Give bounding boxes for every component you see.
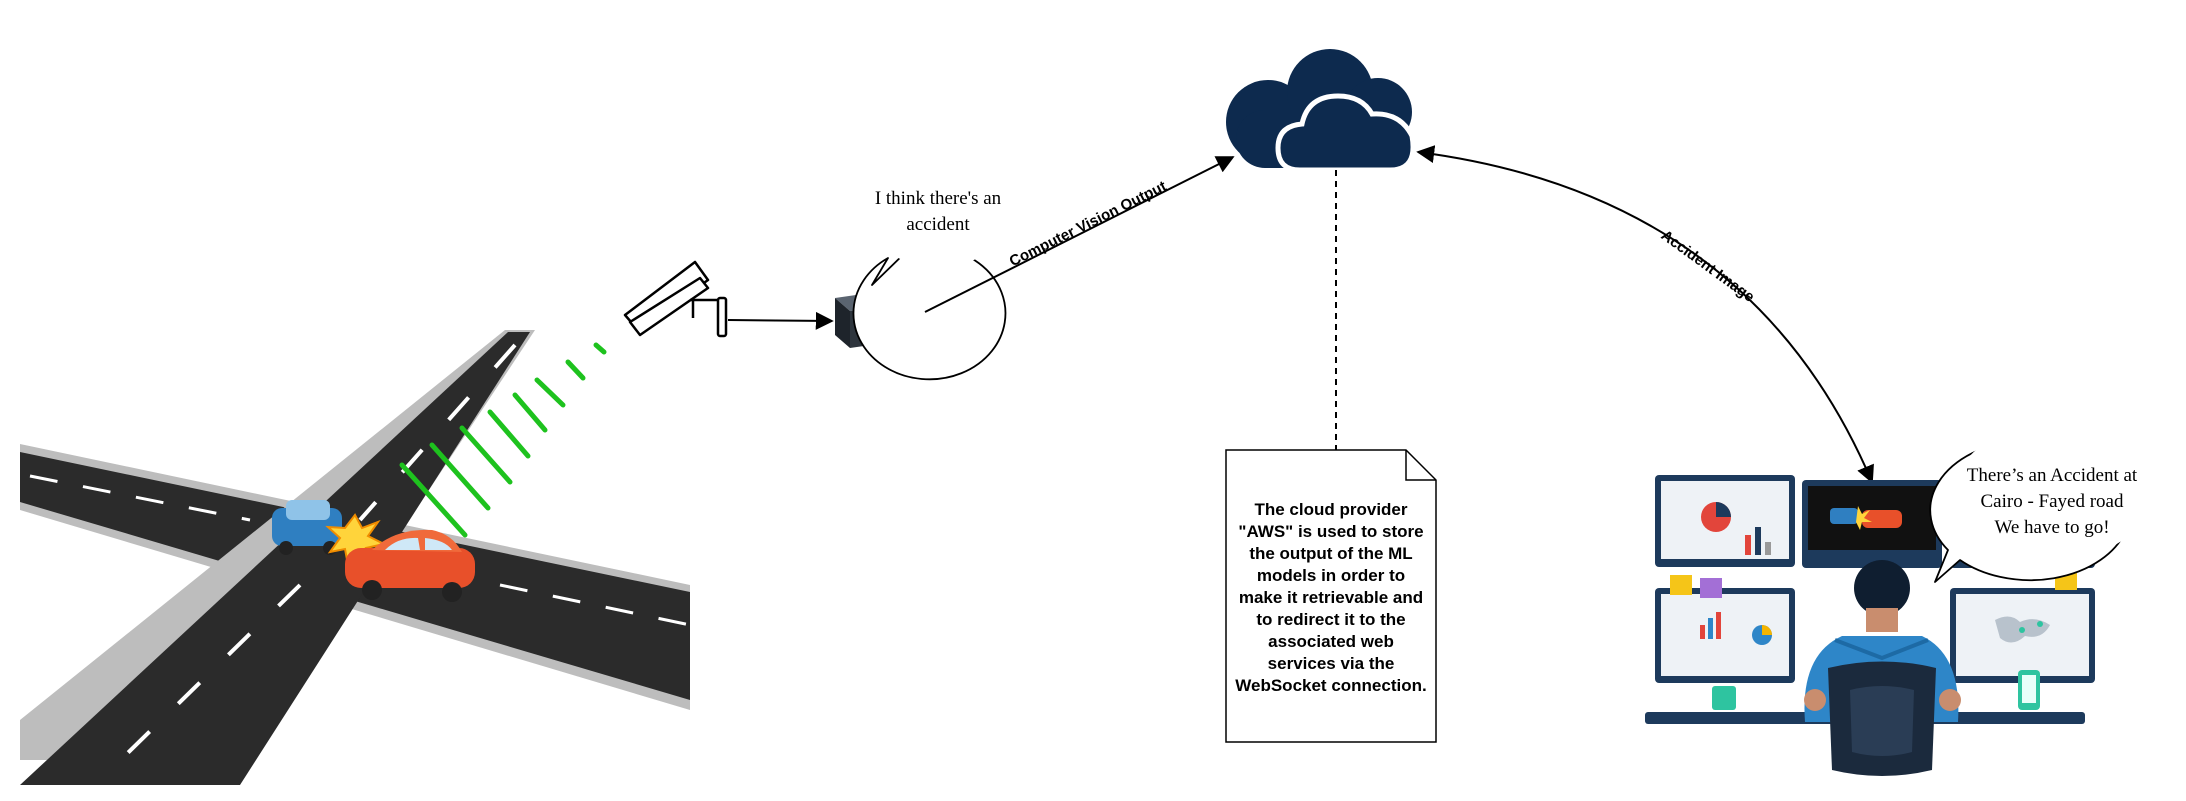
- note-line-2: "AWS" is used to store: [1238, 522, 1423, 541]
- operator-bubble-line-3: We have to go!: [1994, 517, 2109, 538]
- aws-note: The cloud provider "AWS" is used to stor…: [1225, 449, 1437, 743]
- note-line-4: models in order to: [1257, 566, 1405, 585]
- operator-person: [1804, 560, 1961, 776]
- accident-image-label: Accident Image: [1658, 227, 1758, 306]
- camera-signal: [399, 342, 607, 538]
- server-to-cloud-arrow: [924, 156, 1235, 313]
- camera-to-server-arrow: [727, 311, 834, 330]
- note-line-7: associated web: [1268, 632, 1394, 651]
- note-line-5: make it retrievable and: [1239, 588, 1423, 607]
- cctv-camera-icon: [623, 260, 728, 338]
- blue-car: [272, 500, 342, 555]
- edge-thought-bubble: I think there's an accident: [852, 140, 1012, 381]
- monitor-bottom-left: [1655, 588, 1795, 683]
- edge-bubble-line-1: I think there's an: [875, 188, 1002, 209]
- cloud-icon: [1226, 49, 1416, 173]
- note-line-8: services via the: [1268, 654, 1395, 673]
- operator-bubble-line-2: Cairo - Fayed road: [1981, 491, 2124, 512]
- note-line-9: WebSocket connection.: [1235, 676, 1426, 695]
- monitor-bottom-right: [1950, 588, 2095, 683]
- red-car: [345, 529, 475, 602]
- note-line-3: the output of the ML: [1249, 544, 1412, 563]
- note-line-6: to redirect it to the: [1256, 610, 1405, 629]
- monitor-top-center: [1802, 480, 1942, 568]
- operator-bubble-line-1: There’s an Accident at: [1967, 465, 2138, 486]
- monitor-top-left: [1655, 475, 1795, 567]
- cloud-operator-arrow: [1416, 145, 1874, 484]
- note-line-1: The cloud provider: [1254, 500, 1407, 519]
- operator-speech-bubble: There’s an Accident at Cairo - Fayed roa…: [1929, 425, 2150, 583]
- edge-bubble-line-2: accident: [906, 214, 970, 235]
- computer-vision-output-label: Computer Vision Output: [1007, 178, 1169, 270]
